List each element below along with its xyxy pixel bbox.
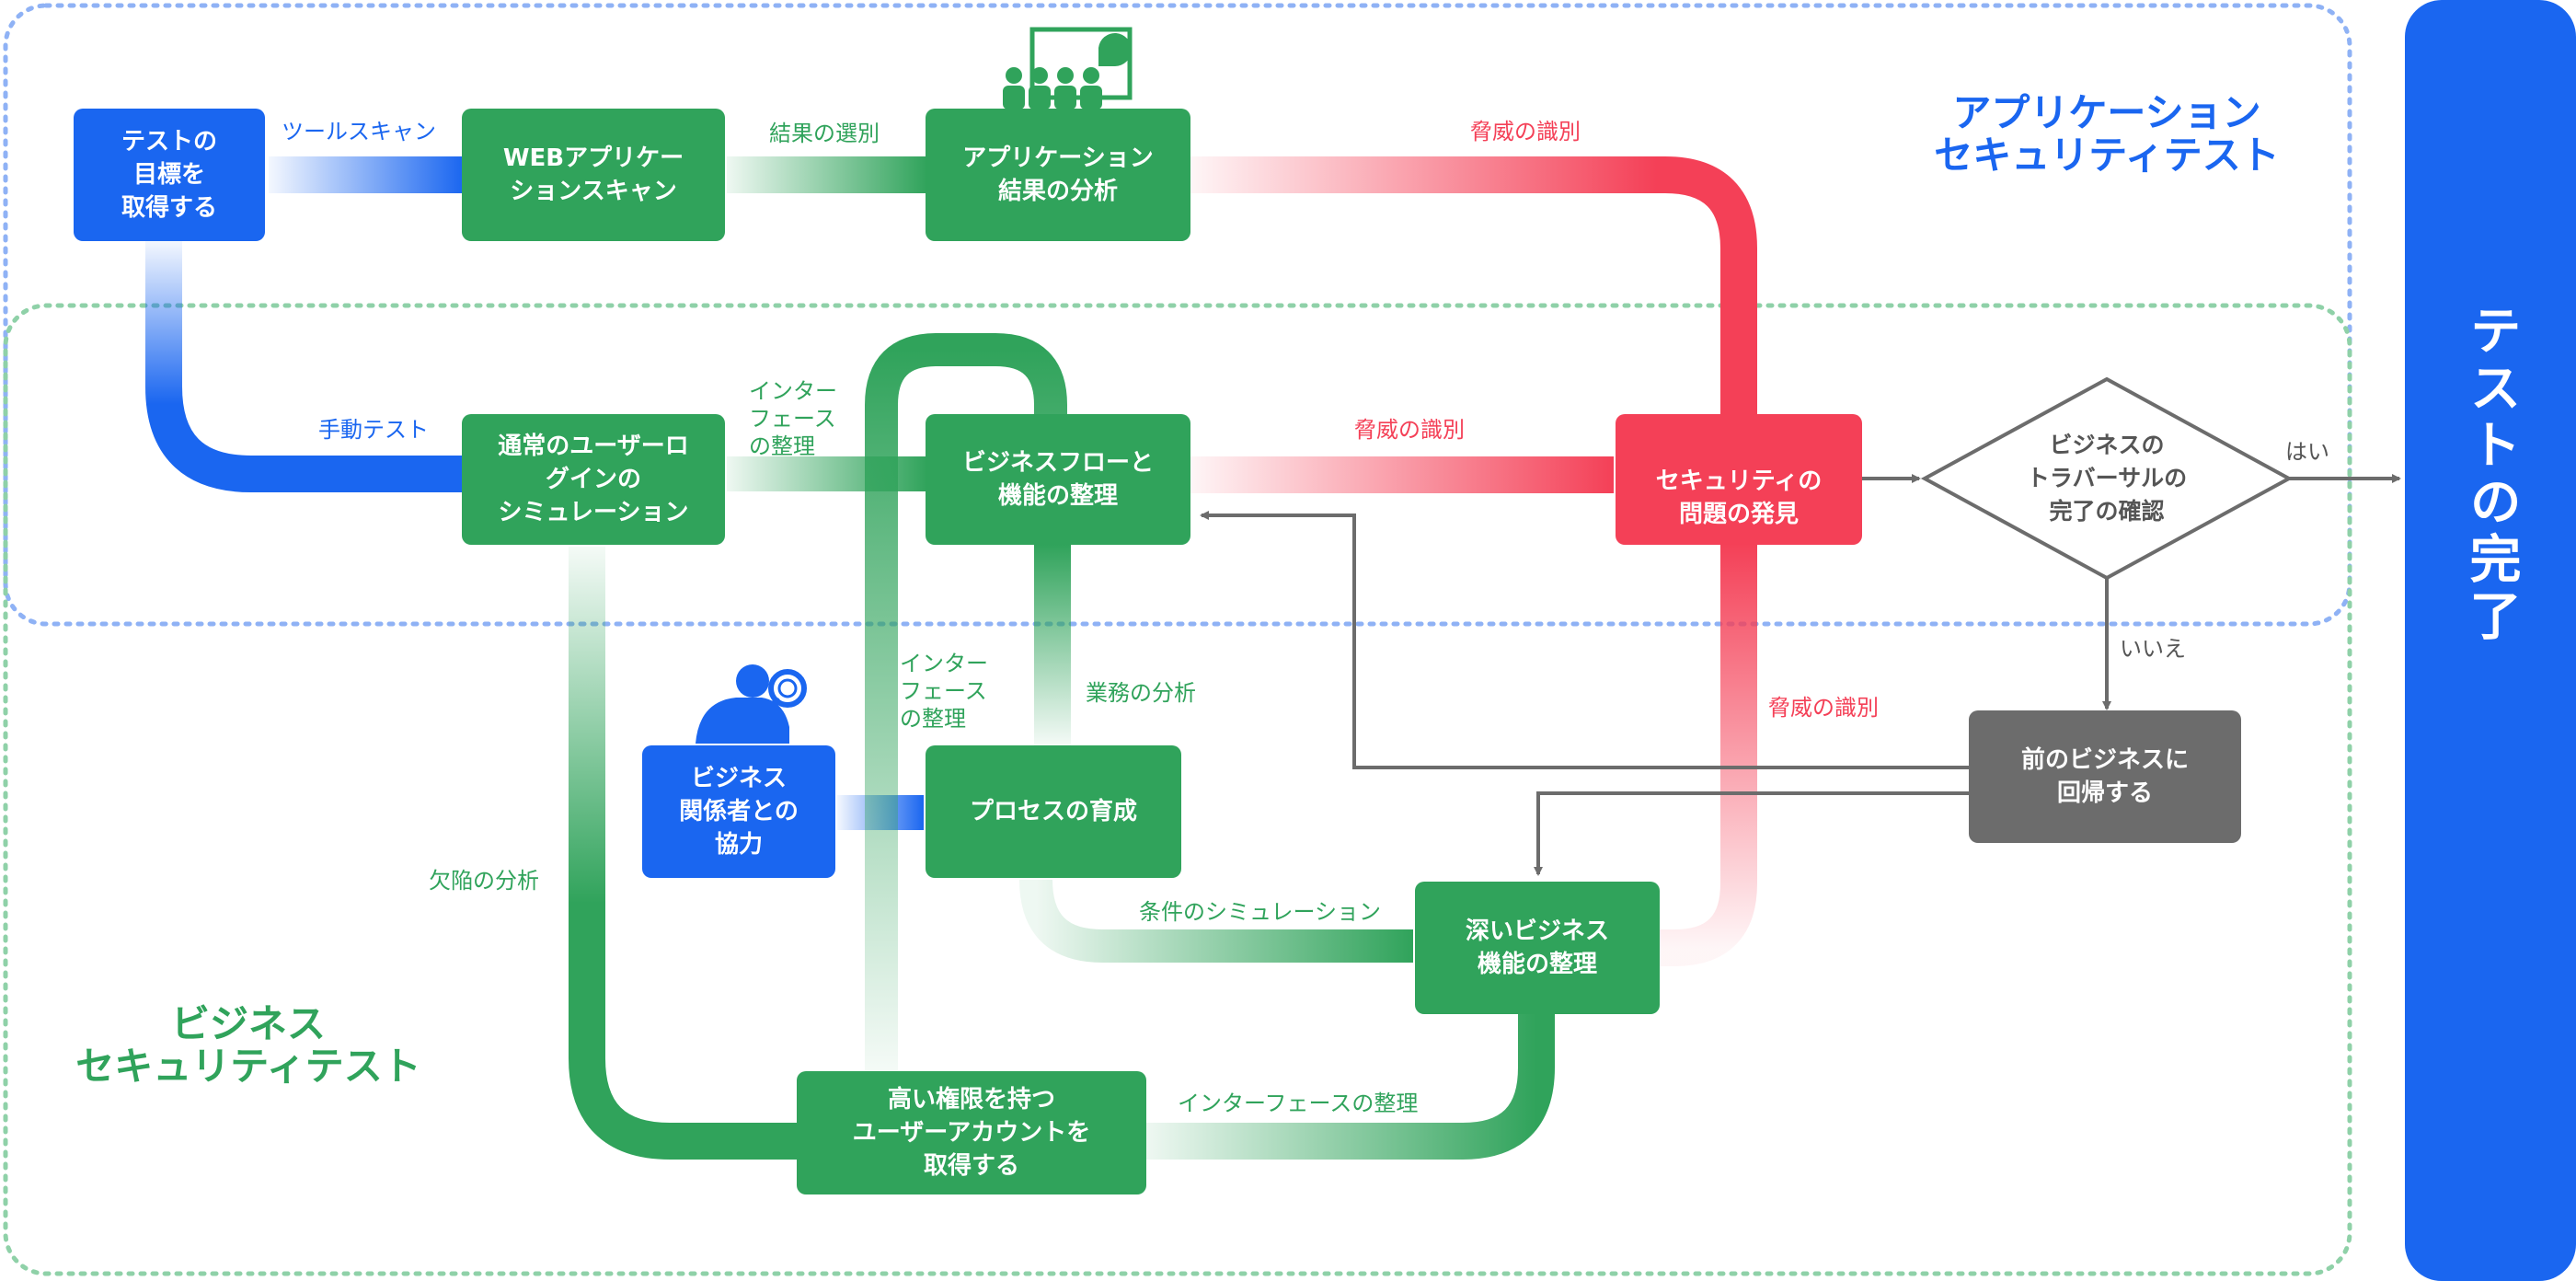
connector-interface-bottom xyxy=(1146,1014,1555,1160)
node-traversal-check[interactable]: ビジネスの トラバーサルの 完了の確認 xyxy=(2026,432,2188,525)
connector-threat-right xyxy=(1660,543,1757,966)
node-get-goal[interactable]: テストの 目標を 取得する xyxy=(74,109,265,241)
label-interface-bottom: インターフェースの整理 xyxy=(1178,1091,1419,1116)
label-threat-right: 脅威の識別 xyxy=(1768,695,1879,721)
arrow-return-bizflow xyxy=(1200,511,1969,769)
label-interface-top: インター フェース の整理 xyxy=(749,378,837,459)
label-no: いいえ xyxy=(2120,636,2186,662)
connector-tool-scan xyxy=(269,156,464,193)
label-defect-analysis: 欠陥の分析 xyxy=(429,868,539,894)
node-app-analysis[interactable]: アプリケーション 結果の分析 xyxy=(926,109,1190,241)
app-section-border xyxy=(3,3,2352,627)
connector-threat-top xyxy=(1190,156,1757,414)
node-stakeholder[interactable]: ビジネス 関係者との 協力 xyxy=(642,745,835,878)
label-threat-mid: 脅威の識別 xyxy=(1354,417,1465,443)
node-return-prev[interactable]: 前のビジネスに 回帰する xyxy=(1969,710,2241,843)
label-threat-top: 脅威の識別 xyxy=(1470,119,1581,144)
connector-task-analysis xyxy=(1034,545,1071,745)
label-condition-sim: 条件のシミュレーション xyxy=(1139,899,1382,925)
connector-condition-sim xyxy=(1019,879,1413,963)
node-biz-flow[interactable]: ビジネスフローと 機能の整理 xyxy=(926,414,1190,545)
presentation-icon xyxy=(1003,27,1133,110)
label-manual-test: 手動テスト xyxy=(318,417,429,443)
node-deep-biz[interactable]: 深いビジネス 機能の整理 xyxy=(1415,882,1660,1014)
label-task-analysis: 業務の分析 xyxy=(1086,680,1196,706)
biz-section-title: ビジネス セキュリティテスト xyxy=(75,1001,421,1089)
node-process[interactable]: プロセスの育成 xyxy=(926,745,1181,878)
connector-result-select xyxy=(727,156,927,193)
label-tool-scan: ツールスキャン xyxy=(282,119,436,144)
test-complete-label: テストの完了 xyxy=(2461,304,2521,646)
person-magnifier-icon xyxy=(696,664,807,744)
connector-interface-loop xyxy=(865,333,1067,1071)
connector-threat-mid xyxy=(1190,456,1614,493)
node-login-sim[interactable]: 通常のユーザーロ グインの シミュレーション xyxy=(462,414,725,545)
app-section-title: アプリケーション セキュリティテスト xyxy=(1934,90,2280,178)
arrow-return-deepbiz xyxy=(1534,791,1969,876)
label-result-select: 結果の選別 xyxy=(769,121,880,146)
label-interface-mid: インター フェース の整理 xyxy=(900,651,988,732)
node-web-scan[interactable]: WEBアプリケー ションスキャン xyxy=(462,109,725,241)
label-yes: はい xyxy=(2285,439,2329,465)
node-security-issue[interactable]: セキュリティの 問題の発見 xyxy=(1616,414,1862,545)
connector-defect-analysis xyxy=(569,547,797,1160)
test-complete-bar xyxy=(2405,0,2576,1281)
node-high-priv[interactable]: 高い権限を持つ ユーザーアカウントを 取得する xyxy=(797,1071,1146,1194)
connector-manual-test xyxy=(145,241,464,492)
